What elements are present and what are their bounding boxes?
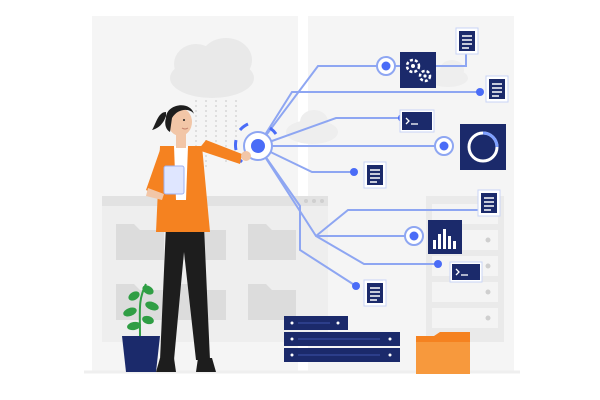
potted-plant-icon bbox=[122, 283, 160, 372]
ring-node bbox=[376, 56, 396, 76]
ring-chart-icon bbox=[460, 124, 506, 170]
folder-icon bbox=[248, 224, 296, 260]
folder-icon bbox=[248, 284, 296, 320]
tablet-icon bbox=[163, 165, 185, 195]
cloud-icon bbox=[170, 38, 254, 98]
terminal-window-icon bbox=[399, 109, 435, 133]
document-icon bbox=[485, 75, 509, 103]
server-rack-icon bbox=[284, 316, 400, 362]
data-dots-decoration bbox=[195, 100, 237, 170]
document-icon bbox=[477, 189, 501, 217]
folder-icon bbox=[116, 224, 164, 260]
terminal-window-icon bbox=[449, 261, 483, 283]
gears-icon bbox=[400, 52, 436, 88]
document-icon bbox=[455, 27, 479, 55]
ring-node bbox=[434, 136, 454, 156]
woman-figure bbox=[146, 105, 251, 372]
ring-node bbox=[404, 226, 424, 246]
document-icon bbox=[363, 279, 387, 307]
folder-icon bbox=[416, 332, 470, 374]
document-icon bbox=[363, 161, 387, 189]
central-hub-node bbox=[233, 122, 278, 164]
bar-chart-icon bbox=[428, 220, 462, 254]
